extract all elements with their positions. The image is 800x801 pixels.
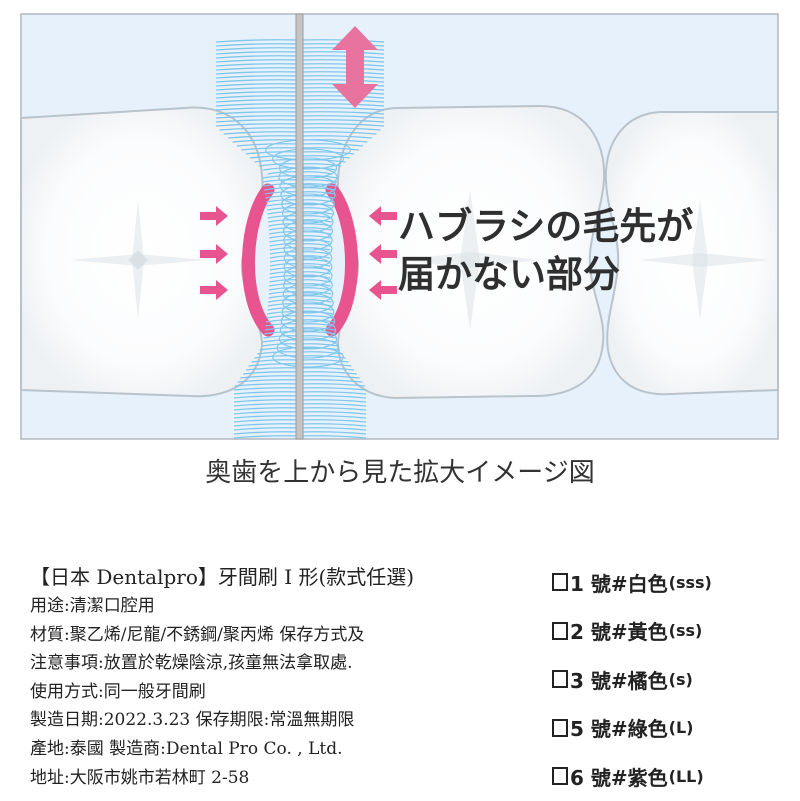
option-label: 1 號#白色 xyxy=(570,571,668,596)
option-size-1[interactable]: 1 號#白色 (sss) xyxy=(552,558,712,607)
diagram-caption: 奥歯を上から見た拡大イメージ図 xyxy=(205,458,595,488)
product-dates: 製造日期:2022.3.23 保存期限:常溫無期限 xyxy=(30,710,355,731)
option-size-3[interactable]: 3 號#橘色 (s) xyxy=(552,655,712,704)
option-code: (s) xyxy=(668,669,693,689)
bristle-loop xyxy=(280,310,336,332)
product-notes: 注意事項:放置於乾燥陰涼,孩童無法拿取處. xyxy=(30,653,353,674)
bristle-loop xyxy=(283,247,333,269)
tooth-sparkle xyxy=(692,200,708,320)
option-code: (sss) xyxy=(668,572,712,592)
arrow-left-icon xyxy=(369,206,397,300)
bristle-loop xyxy=(282,220,334,242)
bristle-loop xyxy=(279,319,337,341)
option-size-5[interactable]: 5 號#綠色 (L) xyxy=(552,704,712,753)
bristle-loop xyxy=(283,238,333,260)
tooth-sparkle xyxy=(400,252,540,268)
checkbox-icon[interactable] xyxy=(552,670,568,689)
option-code: (L) xyxy=(668,718,694,738)
option-label: 2 號#黃色 xyxy=(570,620,668,645)
product-address: 地址:大阪市姚市若林町 2-58 xyxy=(30,767,250,788)
unreachable-area-right xyxy=(325,183,358,337)
checkbox-icon[interactable] xyxy=(552,573,568,592)
callout-line-2: 届かない部分 xyxy=(398,253,620,296)
brush-wire xyxy=(295,13,304,440)
bristle-loop xyxy=(282,211,334,233)
bristle-loop xyxy=(281,202,335,224)
product-title: 【日本 Dentalpro】牙間刷 I 形(款式任選) xyxy=(30,565,415,589)
tooth-sparkle xyxy=(128,250,148,270)
bristle-loop xyxy=(283,265,333,287)
bristle-loop xyxy=(272,148,344,170)
product-usage: 用途:清潔口腔用 xyxy=(30,596,155,616)
tooth-sparkle xyxy=(132,200,144,320)
product-origin: 產地:泰國 製造商:Dental Pro Co. , Ltd. xyxy=(30,738,343,759)
bristle-loop xyxy=(283,274,333,296)
product-material: 材質:聚乙烯/尼龍/不銹鋼/聚丙烯 保存方式及 xyxy=(30,624,365,645)
bristle-loop xyxy=(278,328,338,350)
bristle-loop xyxy=(281,301,335,323)
bristle-loop xyxy=(276,337,340,359)
right-tooth xyxy=(604,111,779,396)
bristle-loop xyxy=(281,193,335,215)
product-method: 使用方式:同一般牙間刷 xyxy=(30,681,206,702)
checkbox-icon[interactable] xyxy=(552,621,568,640)
option-size-2[interactable]: 2 號#黃色 (ss) xyxy=(552,607,712,656)
option-label: 6 號#紫色 xyxy=(570,765,668,790)
bristle-loop xyxy=(265,139,351,161)
product-info: 【日本 Dentalpro】牙間刷 I 形(款式任選) 用途:清潔口腔用 材質:… xyxy=(30,562,535,792)
bristle-loop xyxy=(283,229,333,251)
tooth-brush-diagram xyxy=(20,13,779,440)
bristle-loop xyxy=(278,157,338,179)
unreachable-area-left xyxy=(242,183,275,337)
tooth-sparkle xyxy=(640,253,770,267)
bristle-loop xyxy=(282,292,334,314)
checkbox-icon[interactable] xyxy=(552,718,568,737)
arrow-right-icon xyxy=(200,206,228,300)
tooth-sparkle xyxy=(70,254,206,266)
option-code: (ss) xyxy=(668,621,703,641)
option-label: 5 號#綠色 xyxy=(570,717,668,742)
option-code: (LL) xyxy=(668,766,704,786)
up-down-arrow-icon xyxy=(332,26,378,108)
option-size-6[interactable]: 6 號#紫色 (LL) xyxy=(552,752,712,801)
bristle-loop xyxy=(280,184,336,206)
bristle-loop xyxy=(282,283,334,305)
option-label: 3 號#橘色 xyxy=(570,668,668,693)
size-options: 1 號#白色 (sss) 2 號#黃色 (ss) 3 號#橘色 (s) 5 號#… xyxy=(552,558,712,801)
bristle-loop xyxy=(272,346,344,368)
bristle-loop xyxy=(283,256,333,278)
bristle-loop xyxy=(278,166,338,188)
bristle-loop xyxy=(279,175,337,197)
checkbox-icon[interactable] xyxy=(552,767,568,786)
unreachable-area-callout: ハブラシの毛先が 届かない部分 xyxy=(398,203,693,299)
tooth-sparkle xyxy=(460,190,480,330)
callout-line-1: ハブラシの毛先が xyxy=(398,205,694,248)
